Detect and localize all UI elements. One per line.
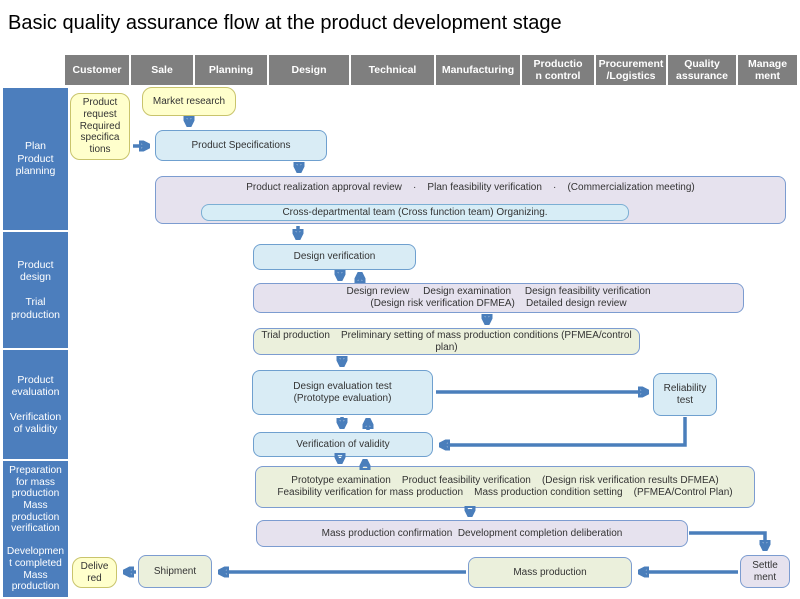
node-delivered: Delive red: [72, 557, 117, 588]
node-mass-production: Mass production: [468, 557, 632, 588]
node-design-evaluation-test: Design evaluation test (Prototype evalua…: [252, 370, 433, 415]
page-title: Basic quality assurance flow at the prod…: [8, 12, 562, 34]
sidebar-stage-evaluation-validity: Product evaluation Verification of valid…: [3, 350, 68, 459]
header-cell-design: Design: [269, 55, 349, 85]
department-header-row: Customer Sale Planning Design Technical …: [65, 55, 797, 85]
node-shipment: Shipment: [138, 555, 212, 588]
node-realization-approval-review: Product realization approval review · Pl…: [155, 176, 786, 224]
node-settlement: Settle ment: [740, 555, 790, 588]
header-cell-quality-assurance: Quality assurance: [668, 55, 736, 85]
node-cross-departmental-team: Cross-departmental team (Cross function …: [201, 204, 629, 221]
node-market-research: Market research: [142, 87, 236, 116]
header-cell-manufacturing: Manufacturing: [436, 55, 520, 85]
header-cell-technical: Technical: [351, 55, 434, 85]
node-product-specifications: Product Specifications: [155, 130, 327, 161]
sidebar-stage-design-trial-production: Product design Trial production: [3, 232, 68, 348]
header-cell-customer: Customer: [65, 55, 129, 85]
node-prototype-examination: Prototype examination Product feasibilit…: [255, 466, 755, 508]
header-cell-procurement: Procurement /Logistics: [596, 55, 666, 85]
realization-review-label: Product realization approval review · Pl…: [246, 182, 695, 193]
header-cell-planning: Planning: [195, 55, 267, 85]
arrow-reliability-to-validity: [441, 417, 687, 445]
header-cell-management: Manage ment: [738, 55, 797, 85]
node-mass-production-confirmation: Mass production confirmation Development…: [256, 520, 688, 547]
node-design-review: Design review Design examination Design …: [253, 283, 744, 313]
node-design-verification: Design verification: [253, 244, 416, 270]
node-verification-of-validity: Verification of validity: [253, 432, 433, 457]
sidebar-stage-plan-product-planning: Plan Product planning: [3, 88, 68, 230]
node-product-request: Product request Required specifica tions: [70, 93, 130, 160]
header-cell-sale: Sale: [131, 55, 193, 85]
arrow-confirmation-to-settlement: [689, 531, 765, 549]
sidebar-stage-mass-production: Preparation for mass production Mass pro…: [3, 461, 68, 597]
node-reliability-test: Reliability test: [653, 373, 717, 416]
node-trial-production: Trial production Preliminary setting of …: [253, 328, 640, 355]
header-cell-production-control: Productio n control: [522, 55, 594, 85]
